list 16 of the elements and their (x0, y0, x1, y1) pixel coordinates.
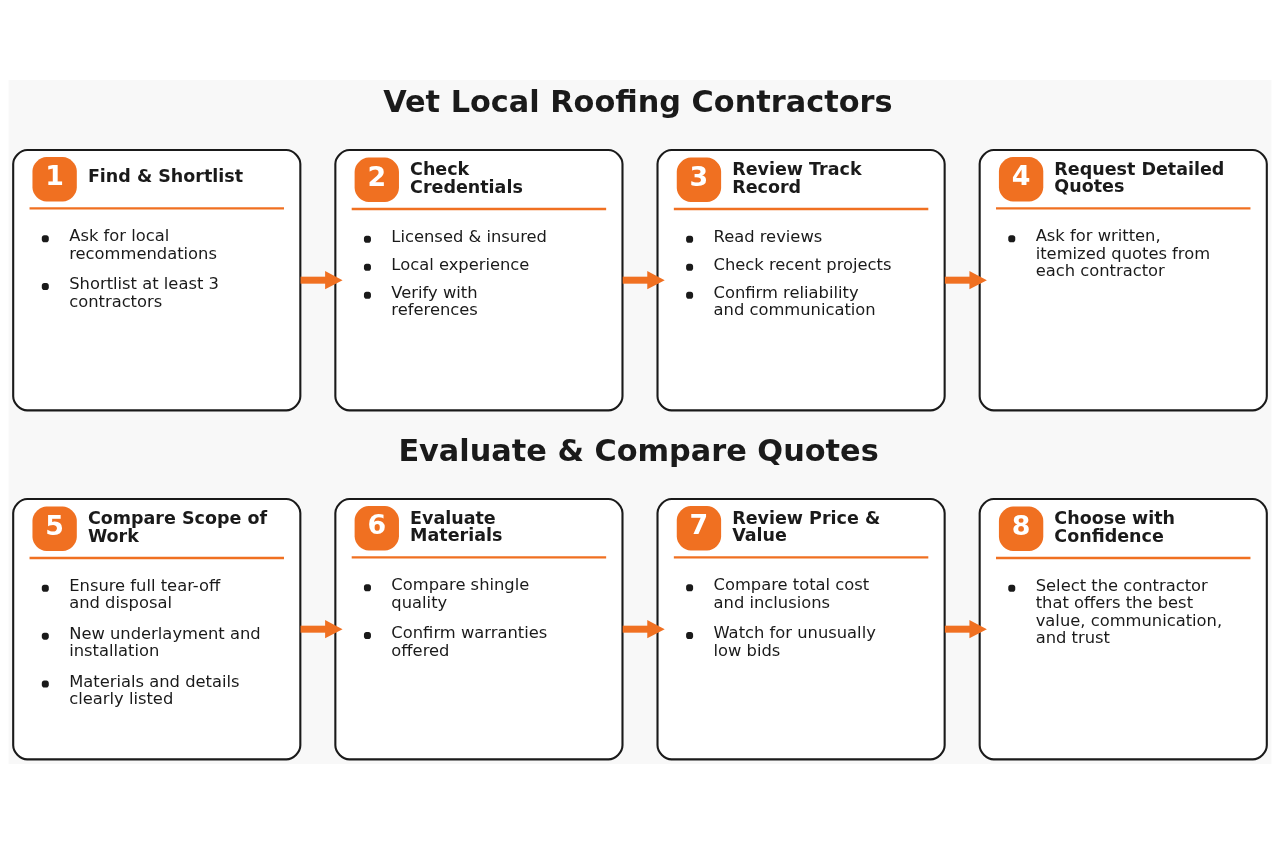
arrow (622, 620, 665, 639)
arrow (300, 271, 343, 290)
arrow (944, 620, 987, 639)
node-box: 6 Evaluate Materials Compare shingle quality Confirm warranties offered (334, 498, 624, 761)
arrow (622, 271, 665, 290)
node-box: 2 Check Credentials Licensed & insured Local experience Verify with references (334, 149, 624, 412)
arrow (944, 271, 987, 290)
node-box: 8 Choose with Confidence Select the contractor that offers the best value, communication, and trust (978, 498, 1268, 761)
node-box: 3 Review Track Record Read reviews Check recent projects Confirm reliability and communication (656, 149, 946, 412)
label: Evaluate & Compare Quotes (398, 432, 879, 468)
arrow (300, 620, 343, 639)
label: Vet Local Roofing Contractors (383, 83, 893, 119)
node-box: 5 Compare Scope of Work Ensure full tear-off and disposal New underlayment and installation Materials and details clearly listed (12, 498, 302, 761)
node-box: 7 Review Price & Value Compare total cost and inclusions Watch for unusually low bids (656, 498, 946, 761)
node-box: 4 Request Detailed Quotes Ask for written, itemized quotes from each contractor (978, 149, 1268, 412)
node-box: 1 Find & Shortlist Ask for local recommendations Shortlist at least 3 contractors (12, 149, 302, 412)
